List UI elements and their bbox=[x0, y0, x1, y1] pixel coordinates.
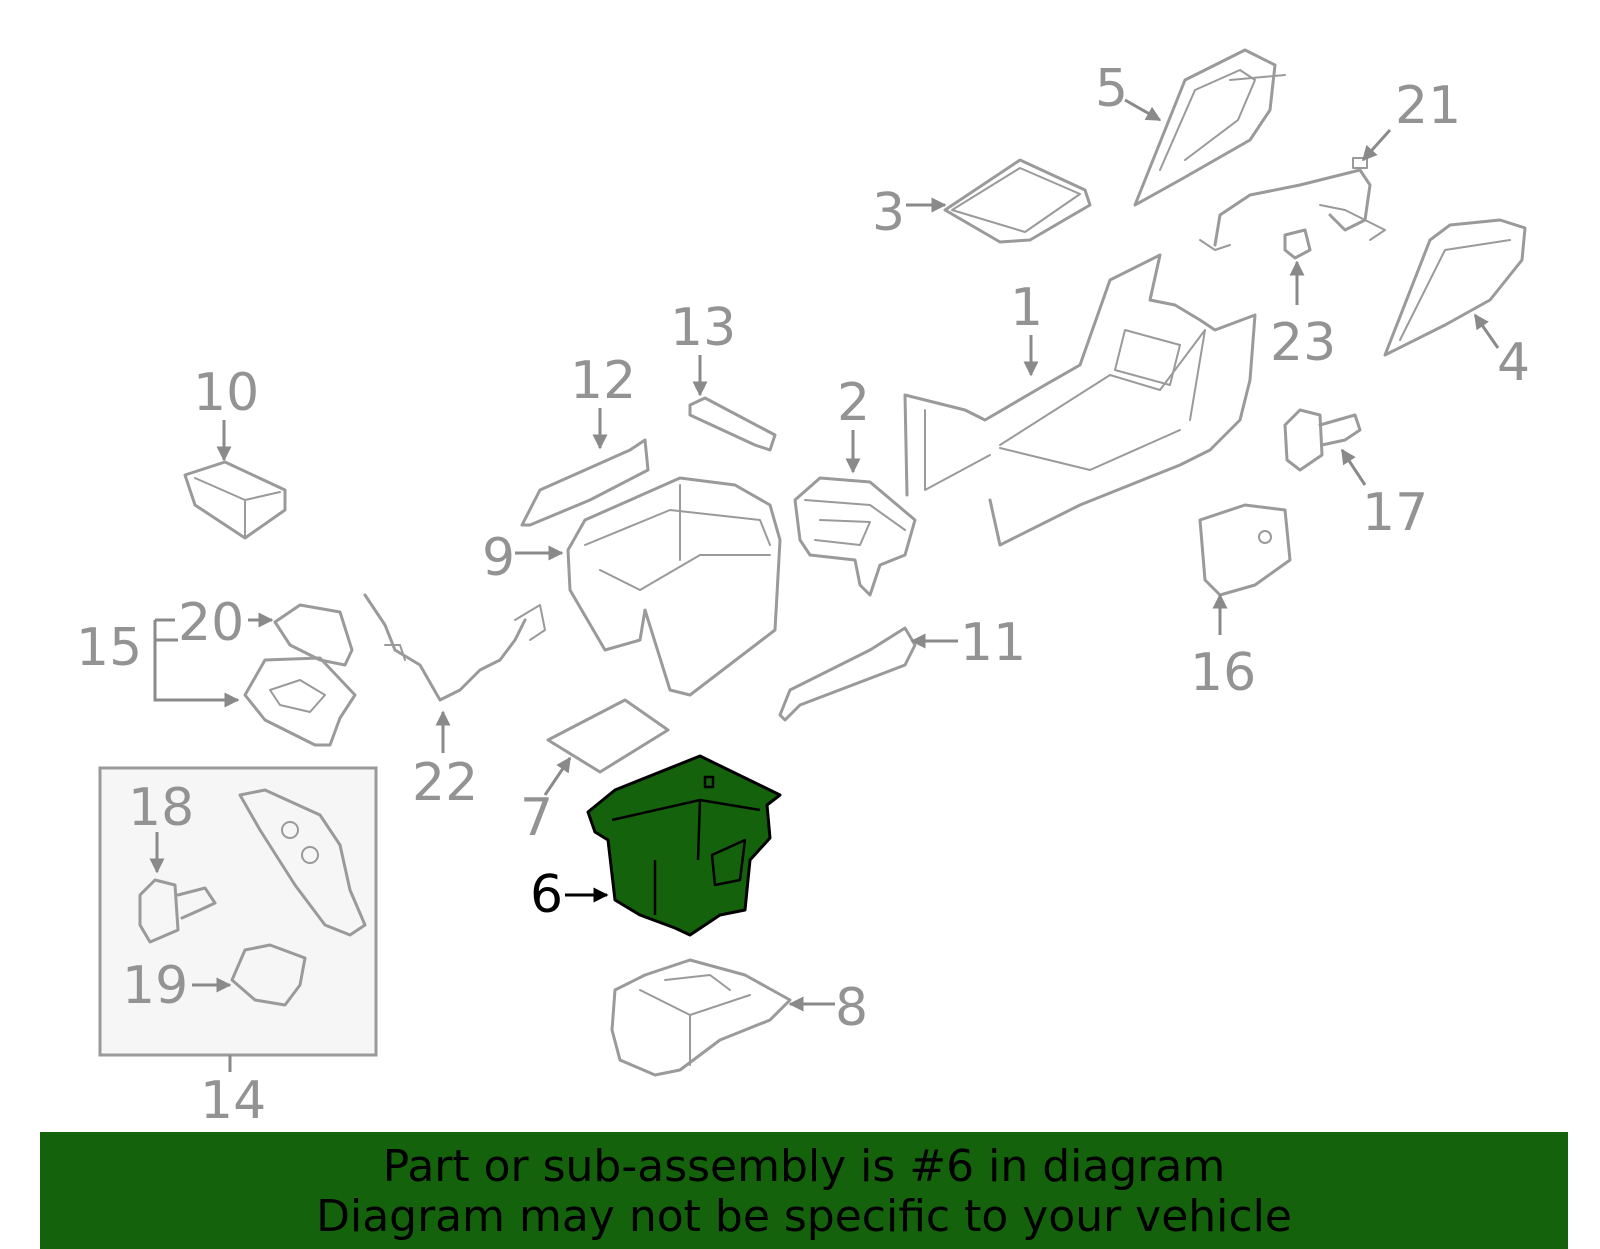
callout-14: 14 bbox=[200, 1071, 266, 1131]
part-18-connector[interactable] bbox=[138, 878, 217, 944]
callout-21: 21 bbox=[1395, 76, 1461, 136]
callout-23: 23 bbox=[1270, 313, 1336, 373]
part-2-bracket[interactable] bbox=[793, 476, 917, 597]
leader-21 bbox=[1361, 128, 1392, 162]
part-1-console-body[interactable] bbox=[903, 253, 1257, 547]
callout-11: 11 bbox=[960, 613, 1026, 673]
part-5-lid-cover[interactable] bbox=[1133, 48, 1286, 207]
leader-17 bbox=[1340, 448, 1367, 486]
leader-5 bbox=[1124, 98, 1162, 122]
part-3-pad[interactable] bbox=[943, 158, 1092, 244]
part-15-bezel[interactable] bbox=[243, 656, 357, 747]
part-8-base[interactable] bbox=[610, 958, 792, 1077]
callout-12: 12 bbox=[570, 351, 636, 411]
leader-4 bbox=[1473, 313, 1500, 349]
part-11-trim[interactable] bbox=[778, 626, 917, 722]
part-9-frame[interactable] bbox=[566, 476, 782, 697]
callout-22: 22 bbox=[412, 753, 478, 813]
callout-15: 15 bbox=[76, 618, 142, 678]
callout-6: 6 bbox=[530, 865, 563, 925]
part-21-wiring-harness[interactable] bbox=[1199, 157, 1386, 251]
part-23-clip[interactable] bbox=[1283, 228, 1312, 260]
part-7-pad[interactable] bbox=[546, 698, 670, 774]
callout-20: 20 bbox=[178, 593, 244, 653]
leader-7 bbox=[543, 756, 572, 796]
callout-19: 19 bbox=[122, 956, 188, 1016]
part-14-bezel[interactable] bbox=[238, 788, 367, 937]
part-13-strip[interactable] bbox=[688, 396, 777, 452]
part-10-tray[interactable] bbox=[183, 460, 287, 540]
group-box-14 bbox=[98, 766, 378, 1057]
part-17-connector[interactable] bbox=[1283, 408, 1362, 472]
part-22-harness[interactable] bbox=[363, 593, 546, 702]
callout-3: 3 bbox=[872, 183, 905, 243]
callout-17: 17 bbox=[1362, 483, 1428, 543]
callout-13: 13 bbox=[670, 298, 736, 358]
leader-15 bbox=[153, 638, 240, 708]
info-banner: Part or sub-assembly is #6 in diagram Di… bbox=[40, 1132, 1568, 1249]
part-6-storage-bin[interactable] bbox=[586, 754, 782, 937]
callout-5: 5 bbox=[1095, 59, 1128, 119]
banner-line-2: Diagram may not be specific to your vehi… bbox=[316, 1191, 1292, 1242]
banner-line-1: Part or sub-assembly is #6 in diagram bbox=[382, 1141, 1226, 1192]
callout-4: 4 bbox=[1497, 333, 1530, 393]
callout-16: 16 bbox=[1190, 643, 1256, 703]
callout-1: 1 bbox=[1010, 278, 1043, 338]
part-12-trim[interactable] bbox=[520, 438, 650, 527]
part-19-cap[interactable] bbox=[230, 943, 307, 1007]
part-16-bracket[interactable] bbox=[1198, 503, 1292, 597]
callout-8: 8 bbox=[835, 978, 868, 1038]
part-4-side-panel[interactable] bbox=[1383, 218, 1527, 357]
callout-18: 18 bbox=[128, 778, 194, 838]
callout-10: 10 bbox=[193, 363, 259, 423]
callout-9: 9 bbox=[482, 528, 515, 588]
part-20-switch[interactable] bbox=[273, 603, 354, 667]
callout-2: 2 bbox=[837, 373, 870, 433]
callout-7: 7 bbox=[520, 788, 553, 848]
